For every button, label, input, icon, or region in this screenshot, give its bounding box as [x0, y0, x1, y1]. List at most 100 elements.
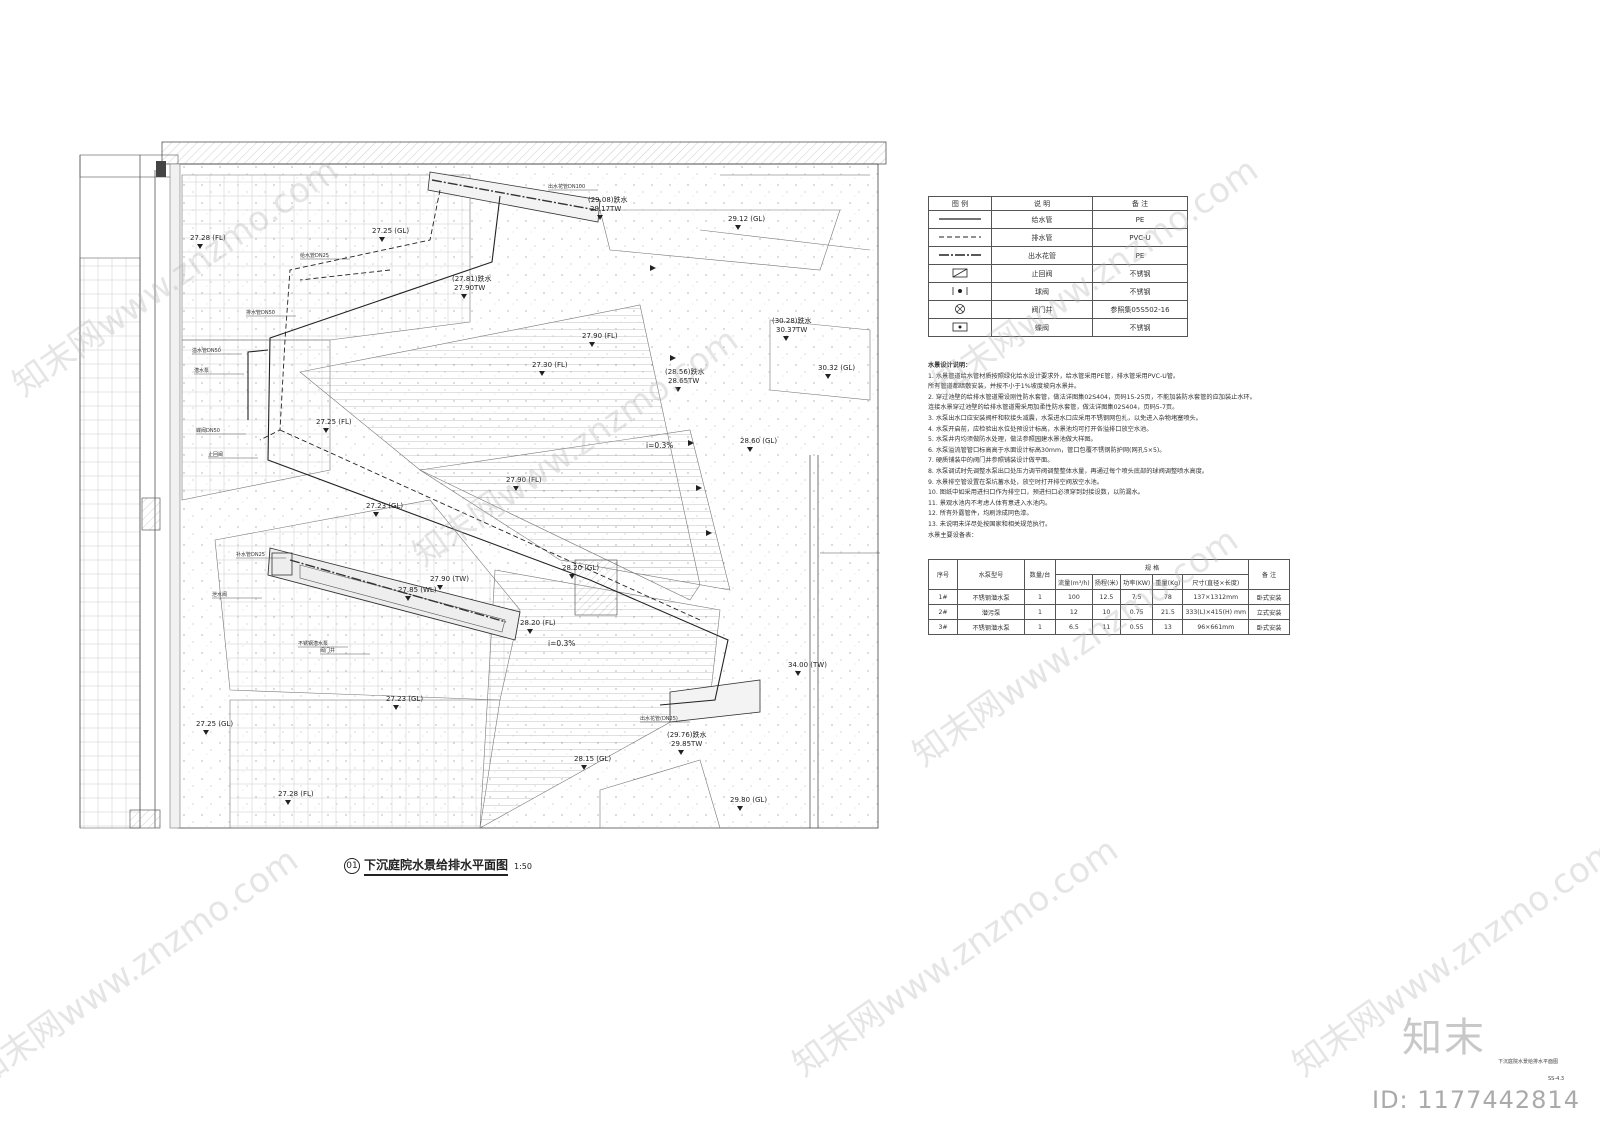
note-line: 6. 水泵溢流管管口标高高于水面设计标高30mm，管口包覆不锈钢防护网(网孔5×… — [928, 446, 1166, 454]
elevation-marker-icon — [678, 750, 684, 755]
note-line: 10. 图纸中如采用进扫口作为排空口，预进扫口必须穿到封接设数，以防漏水。 — [928, 489, 1144, 497]
callout-label: 阀门井 — [320, 647, 335, 654]
sheet-number: SS-4.3 — [1548, 1076, 1565, 1082]
solid-line-icon — [928, 210, 992, 229]
callout-label: 潜水泵 — [194, 367, 209, 374]
plan-title-text: 下沉庭院水景给排水平面图 — [364, 856, 509, 876]
elevation-marker-icon — [589, 342, 595, 347]
note-line: 12. 所有外露管件，均刷涂成同色漆。 — [928, 510, 1033, 518]
flow-arrows — [650, 265, 712, 536]
elevation-label: 27.90 (TW) — [430, 575, 469, 583]
note-line: 7. 硬质铺装中的阀门井参照铺装设计做平面。 — [928, 457, 1054, 465]
callout-label: 蝶阀DN50 — [196, 427, 220, 434]
elevation-label: 27.85 (WL) — [398, 586, 437, 594]
elevation-label: 27.25 (GL) — [196, 720, 233, 728]
legend-header: 图 例 — [928, 196, 992, 211]
note-line: 9. 水景排空管设置在泵坑蓄水处，放空时打开排空阀放空水池。 — [928, 478, 1103, 486]
elevation-marker-icon — [197, 244, 203, 249]
elevation-label: 28.20 (FL) — [520, 619, 556, 627]
elevation-label: (28.56)跌水 — [665, 367, 705, 376]
elevation-label: 27.28 (FL) — [190, 234, 226, 242]
legend-row: 阀门井 参照集05S502-16 — [928, 300, 1188, 319]
pipe-callouts: 出水花管DN100给水管DN25排水管DN50溢水管DN50潜水泵蝶阀DN50止… — [192, 183, 690, 723]
callout-label: 补水管DN25 — [236, 551, 265, 558]
note-line: 5. 水泵井内均须做防水处理，做法参照园建水景池做大样图。 — [928, 436, 1097, 444]
callout-label: 溢水管DN50 — [192, 347, 221, 354]
elevation-label: 28.15 (GL) — [574, 755, 611, 763]
callout-label: 给水管DN25 — [300, 252, 329, 259]
elevation-marker-icon — [393, 705, 399, 710]
check-valve-icon — [928, 264, 992, 283]
note-line: 4. 水泵开启前，应检验出水位处预设计标高，水景池均可打开各溢排口放空水池。 — [928, 425, 1153, 433]
legend-row: 出水花管 PE — [928, 246, 1188, 265]
plan-title-number: 01 — [344, 858, 360, 874]
elevation-marker-icon — [527, 629, 533, 634]
notes-title: 水景设计说明： — [928, 362, 972, 369]
slope-label: i=0.3% — [548, 639, 575, 648]
design-notes: 水景设计说明： 1. 水景管道给水管材质按照绿化给水设计要求外，给水管采用PE管… — [928, 361, 1258, 541]
elevation-label: 27.23 (GL) — [366, 502, 403, 510]
elevation-label: 30.32 (GL) — [818, 364, 855, 372]
plan-scale: 1:50 — [514, 861, 532, 871]
image-id: ID: 1177442814 — [1372, 1086, 1580, 1114]
elevation-marker-icon — [597, 215, 603, 220]
slope-label: i=0.3% — [646, 441, 673, 450]
sheet-name: 下沉庭院水景给排水平面图 — [1498, 1059, 1559, 1065]
elevation-marker-icon — [783, 336, 789, 341]
dashed-line-icon — [928, 228, 992, 247]
elevation-label: (27.81)跌水 — [452, 274, 492, 283]
elevation-marker-icon — [795, 671, 801, 676]
dash-dot-line-icon — [928, 246, 992, 265]
elevation-label: 28.60 (GL) — [740, 437, 777, 445]
elevation-label: 30.37TW — [776, 326, 807, 334]
legend-row: 给水管 PE — [928, 210, 1188, 229]
elevation-label: 34.00 (TW) — [788, 661, 827, 669]
elevation-label: 28.65TW — [668, 377, 699, 385]
note-line: 3. 水泵出水口应安装阀杆和软接头减震，水泵进水口应采用不锈钢网包扎，以免进入杂… — [928, 414, 1202, 422]
elevation-label: 29.17TW — [590, 205, 621, 213]
elevation-marker-icon — [379, 237, 385, 242]
elevation-label: 27.25 (FL) — [316, 418, 352, 426]
elevation-marker-icon — [581, 765, 587, 770]
elevation-label: 29.80 (GL) — [730, 796, 767, 804]
elevation-label: 27.30 (FL) — [532, 361, 568, 369]
callout-label: 出水花管DN100 — [548, 183, 585, 190]
legend-row: 球阀 不锈钢 — [928, 282, 1188, 301]
note-line: 所有管道都暗敷安装，并按不小于1%坡度坡向水景井。 — [928, 383, 1081, 391]
elevation-label: (29.08)跌水 — [588, 195, 628, 204]
equipment-row: 3# 不锈钢潜水泵 1 6.5 11 0.55 13 96×661mm 卧式安装 — [928, 619, 1291, 635]
elevation-label: (30.28)跌水 — [772, 316, 812, 325]
elevation-marker-icon — [735, 225, 741, 230]
elevation-marker-icon — [747, 447, 753, 452]
elevation-label: 27.23 (GL) — [386, 695, 423, 703]
elevation-marker-icon — [203, 730, 209, 735]
elevation-label: 27.90 (FL) — [582, 332, 618, 340]
elevation-marker-icon — [825, 374, 831, 379]
legend-table: 图 例 说 明 备 注 给水管 PE 排水管 PVC-U 出水花管 PE 止回阀… — [928, 196, 1188, 337]
elevation-label: 27.25 (GL) — [372, 227, 409, 235]
elevation-label: 28.20 (GL) — [562, 564, 599, 572]
legend-header: 备 注 — [1092, 196, 1188, 211]
plan-title: 01 下沉庭院水景给排水平面图 1:50 — [344, 856, 532, 876]
brand-logo: 知末 — [1402, 1015, 1486, 1061]
elevation-marker-icon — [323, 428, 329, 433]
elevation-label: 29.85TW — [671, 740, 702, 748]
elevation-marker-icon — [285, 800, 291, 805]
note-line: 11. 景观水池内不考虑人体有意进入水池内。 — [928, 499, 1052, 507]
equipment-row: 1# 不锈钢潜水泵 1 100 12.5 7.5 78 137×1312mm 卧… — [928, 589, 1291, 605]
elevation-marker-icon — [437, 585, 443, 590]
elevation-label: 29.12 (GL) — [728, 215, 765, 223]
callout-label: 排水管DN50 — [246, 309, 275, 316]
drain-pipe — [259, 189, 701, 621]
elevation-marker-icon — [737, 806, 743, 811]
legend-row: 排水管 PVC-U — [928, 228, 1188, 247]
elevation-marker-icon — [569, 574, 575, 579]
note-line: 8. 水泵调试时先调整水泵出口处压力调节阀调整整体水量，再通过每个喷头底部的球阀… — [928, 467, 1209, 475]
outlet-pipe — [289, 179, 597, 623]
callout-label: 不锈钢潜水泵 — [298, 640, 328, 647]
elevation-marker-icon — [513, 486, 519, 491]
notes-list: 1. 水景管道给水管材质按照绿化给水设计要求外，给水管采用PE管，排水管采用PV… — [928, 372, 1258, 542]
note-line: 连接水景穿过池壁的给排水管道需采用加柔性防水套管，做法详图集02S404，页码5… — [928, 404, 1179, 412]
elevation-marker-icon — [373, 512, 379, 517]
